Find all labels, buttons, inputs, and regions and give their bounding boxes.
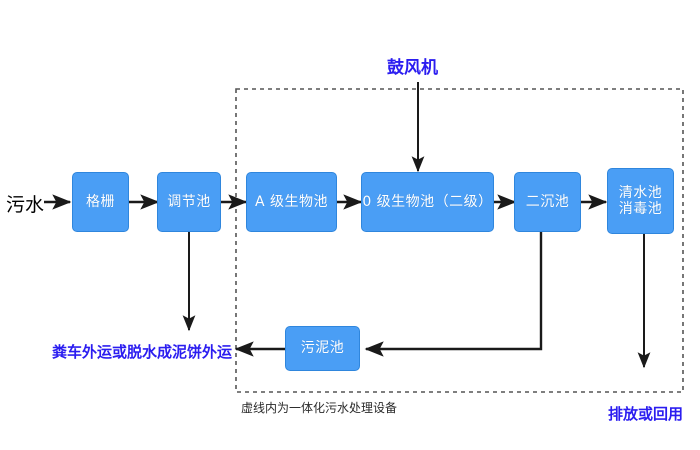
arrow-settle-to-sludge-tank	[364, 232, 543, 357]
node-clearwater-tank-label: 清水池	[618, 184, 663, 201]
label-blower: 鼓风机	[387, 58, 438, 78]
node-o-stage-bio-tank-label: 0 级生物池（二级）	[362, 193, 493, 210]
node-grid-label: 格栅	[86, 193, 115, 210]
node-a-stage-bio-tank[interactable]: A 级生物池	[246, 172, 337, 232]
node-o-stage-bio-tank[interactable]: 0 级生物池（二级）	[361, 172, 494, 232]
node-a-stage-bio-tank-label: A 级生物池	[254, 193, 329, 210]
node-secondary-settling-tank[interactable]: 二沉池	[514, 172, 581, 232]
node-grid[interactable]: 格栅	[72, 172, 129, 232]
node-sludge-tank[interactable]: 污泥池	[285, 326, 360, 371]
label-influent: 污水	[6, 194, 45, 216]
node-clearwater-disinfection-tank[interactable]: 清水池 消毒池	[607, 168, 674, 234]
node-secondary-settling-tank-label: 二沉池	[525, 193, 570, 210]
node-regulating-tank-label: 调节池	[167, 193, 211, 210]
node-disinfection-tank-label: 消毒池	[618, 201, 663, 217]
label-sludge-transport: 粪车外运或脱水成泥饼外运	[52, 343, 233, 361]
node-regulating-tank[interactable]: 调节池	[157, 172, 221, 232]
label-discharge-or-reuse: 排放或回用	[608, 405, 684, 423]
node-sludge-tank-label: 污泥池	[300, 340, 345, 357]
caption-integrated-equipment: 虚线内为一体化污水处理设备	[241, 401, 398, 415]
